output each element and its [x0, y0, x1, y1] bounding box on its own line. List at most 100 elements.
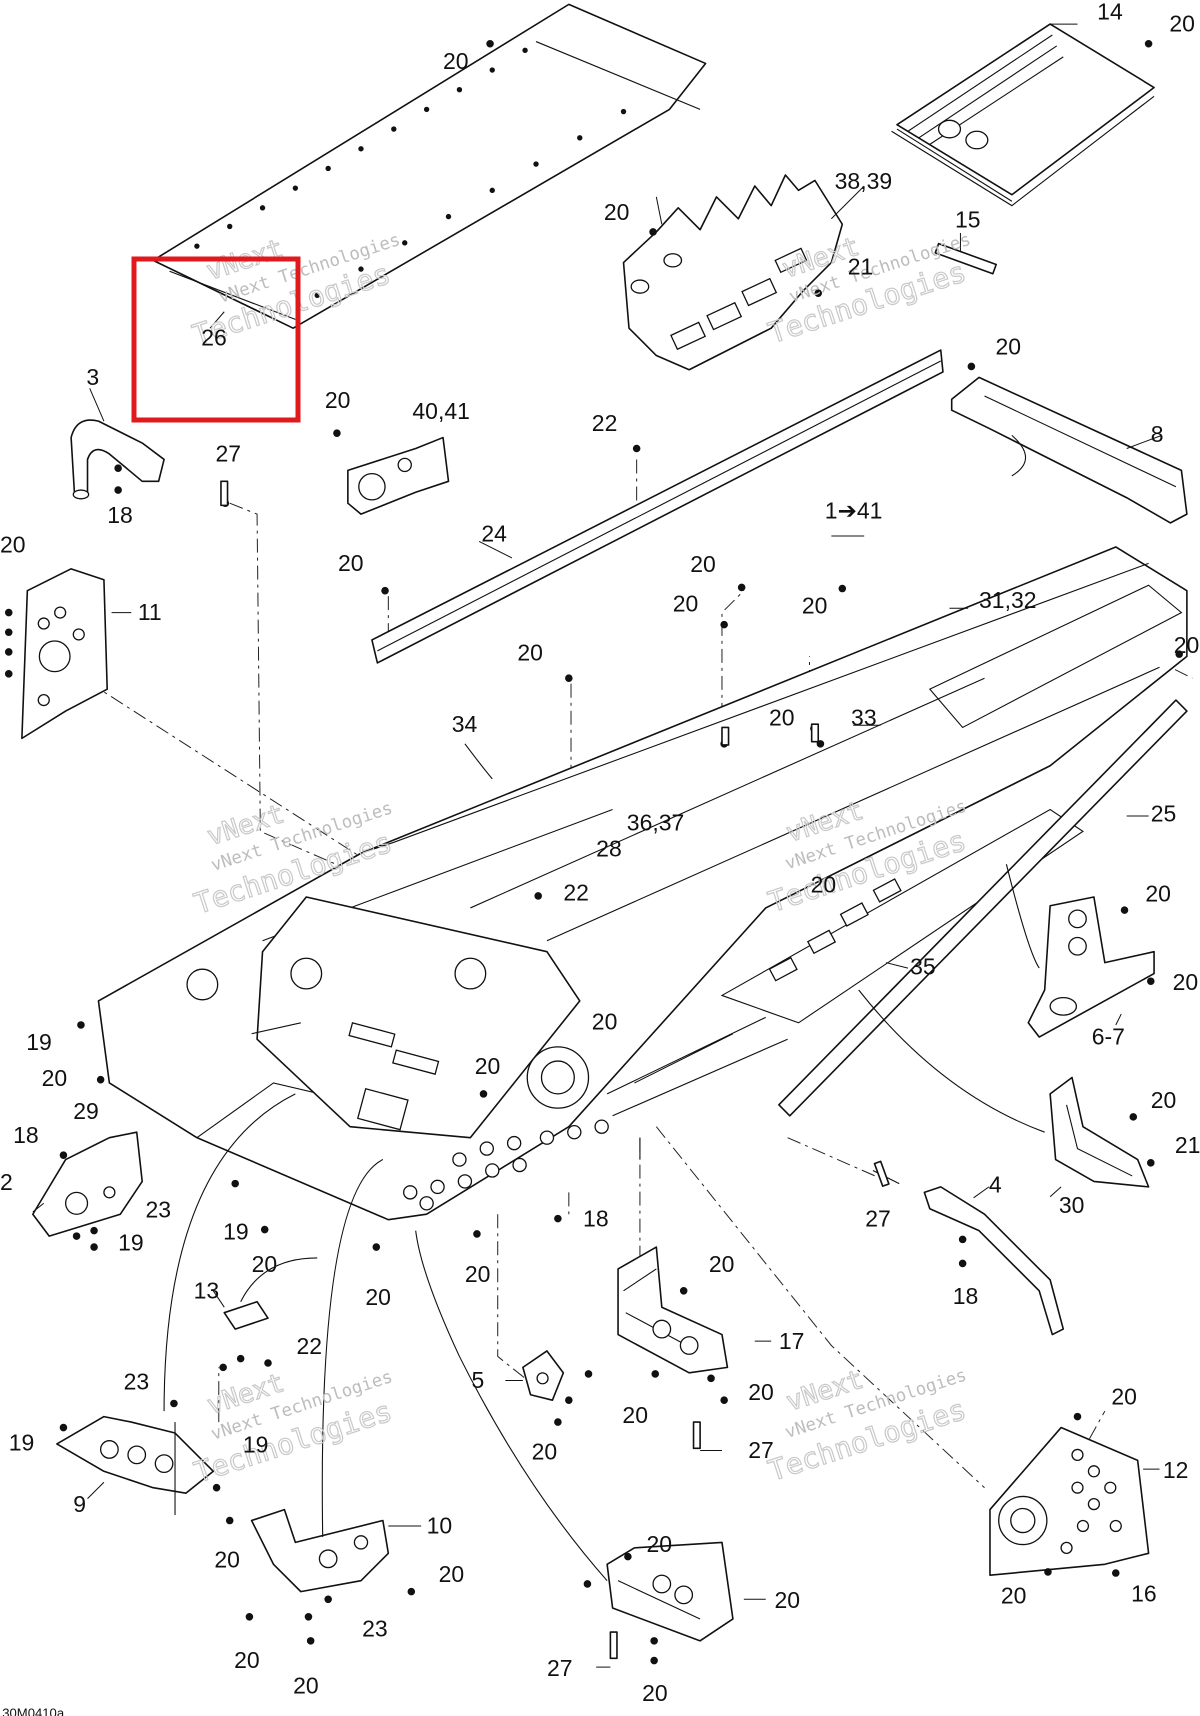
part-8-crossbar	[952, 377, 1187, 522]
callout: 10	[427, 1513, 453, 1539]
callout: 18	[583, 1205, 609, 1231]
part-9-plate	[57, 1417, 213, 1494]
callout: 4	[989, 1171, 1002, 1197]
callout: 29	[73, 1098, 99, 1124]
part-11-side-plate	[22, 569, 107, 739]
callout: 3	[86, 364, 99, 390]
callout: 8	[1151, 421, 1164, 447]
callout: 20	[604, 199, 630, 225]
callout: 23	[362, 1615, 388, 1641]
callout: 34	[452, 711, 478, 737]
callout: 20	[1151, 1087, 1177, 1113]
part-26-tunnel-plate	[153, 4, 705, 328]
part-14-heat-exchanger	[892, 24, 1155, 206]
callout: 1➔41	[825, 498, 883, 524]
callout: 26	[201, 325, 227, 351]
part-24-rail	[372, 350, 943, 663]
callout: 20	[293, 1672, 319, 1698]
part-17-bracket	[618, 1247, 727, 1373]
highlight-box	[131, 256, 301, 423]
part-4-rod	[873, 1170, 1063, 1334]
part-25-rail	[779, 700, 1187, 1116]
callout: 20	[811, 872, 837, 898]
callout: 33	[851, 704, 877, 730]
callout: 23	[124, 1368, 150, 1394]
part-6-7-bracket	[1028, 897, 1154, 1037]
callout: 21	[848, 254, 874, 280]
callout: 20	[1174, 632, 1200, 658]
part-40-41-bracket	[348, 438, 449, 515]
main-chassis-frame	[98, 547, 1186, 1220]
flow-arrows	[164, 435, 1045, 1580]
callout: 20	[748, 1379, 774, 1405]
callout: 18	[953, 1283, 979, 1309]
callout: 5	[471, 1367, 484, 1393]
callout: 19	[9, 1430, 35, 1456]
callout: 18	[13, 1122, 39, 1148]
callout: 20	[1145, 880, 1171, 906]
watermark-bottom-right: vNext vNext Technologies Technologies	[764, 1364, 971, 1488]
callout: 20	[465, 1261, 491, 1287]
callout: 20	[439, 1561, 465, 1587]
callout: 21	[1175, 1132, 1200, 1158]
callout: 31,32	[979, 587, 1036, 613]
callout: 16	[1131, 1580, 1157, 1606]
callout: 15	[955, 207, 981, 233]
callout: 22	[592, 410, 618, 436]
callout: 30	[1059, 1192, 1085, 1218]
callout: 20	[325, 387, 351, 413]
part-15-strip	[935, 244, 996, 274]
callout: 20	[475, 1053, 501, 1079]
callout: 25	[1151, 801, 1177, 827]
reference-code: 30M0410a	[2, 1705, 65, 1716]
callout: 20	[338, 550, 364, 576]
part-38-39-shield	[624, 175, 843, 370]
callout: 27	[748, 1437, 774, 1463]
callout: 20	[592, 1008, 618, 1034]
callout: 22	[563, 879, 589, 905]
callout: 20	[1001, 1583, 1027, 1609]
callout: 40,41	[412, 398, 469, 424]
callout: 20	[622, 1402, 648, 1428]
callout: 20	[642, 1680, 668, 1706]
callout: 20	[802, 593, 828, 619]
callout: 2	[0, 1169, 13, 1195]
callout: 27	[547, 1655, 573, 1681]
part-5-tab	[523, 1351, 563, 1400]
callout: 20	[769, 704, 795, 730]
callout: 20	[709, 1251, 735, 1277]
callout: 24	[481, 520, 507, 546]
callout: 20	[517, 640, 543, 666]
exploded-frame-drawing: 30M0410a	[2, 4, 1192, 1716]
callout: 19	[223, 1218, 249, 1244]
callout: 14	[1097, 0, 1123, 25]
callout: 20	[646, 1531, 672, 1557]
callout: 23	[145, 1197, 171, 1223]
pins	[221, 481, 889, 1658]
callout: 20	[443, 48, 469, 74]
callout: 20	[774, 1587, 800, 1613]
callout: 20	[214, 1547, 240, 1573]
callout: 20	[365, 1284, 391, 1310]
part-2-29-mount	[33, 1132, 142, 1236]
part-16-bracket	[607, 1542, 733, 1640]
part-3-handle	[71, 420, 164, 499]
watermark-bottom-left: vNext vNext Technologies Technologies	[190, 1367, 397, 1490]
callout: 20	[252, 1251, 278, 1277]
callout: 6-7	[1092, 1024, 1125, 1050]
callout: 38,39	[835, 168, 892, 194]
callout: 20	[234, 1647, 260, 1673]
callout: 20	[673, 590, 699, 616]
callout: 28	[596, 836, 622, 862]
callout: 27	[865, 1205, 891, 1231]
callout: 20	[1111, 1384, 1137, 1410]
callout: 13	[194, 1277, 220, 1303]
callout: 27	[215, 441, 241, 467]
callout: 19	[118, 1229, 144, 1255]
part-10-bracket	[252, 1510, 389, 1592]
callout: 19	[243, 1432, 269, 1458]
callout: 22	[296, 1333, 322, 1359]
callout: 20	[995, 333, 1021, 359]
